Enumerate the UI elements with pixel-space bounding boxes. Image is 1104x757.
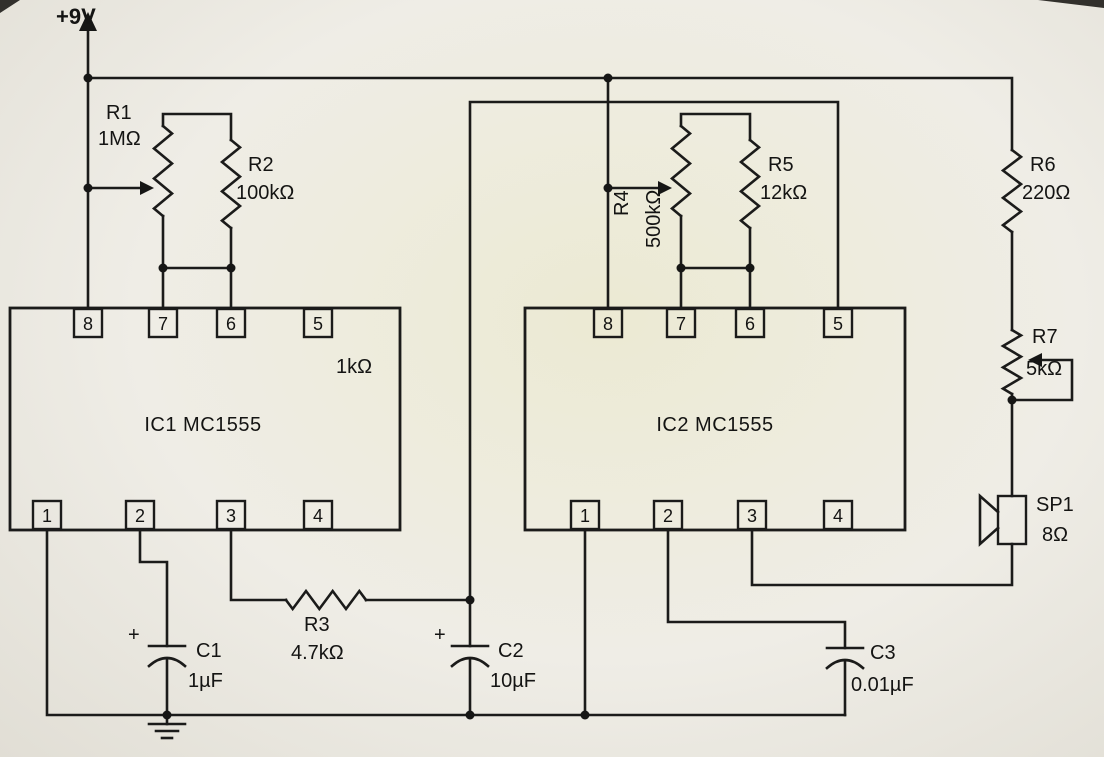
r7-value: 5kΩ bbox=[1026, 358, 1062, 380]
misc-resistor-value: 1kΩ bbox=[336, 356, 372, 378]
c1-value: 1µF bbox=[188, 670, 223, 692]
r6-value: 220Ω bbox=[1022, 182, 1070, 204]
c3-value: 0.01µF bbox=[851, 674, 914, 696]
ic2-pin1-label: 1 bbox=[580, 506, 590, 526]
ic2-pin7-label: 7 bbox=[676, 314, 686, 334]
r7-wiper-arrow-icon bbox=[1028, 353, 1042, 367]
r4-value: 500kΩ bbox=[643, 190, 665, 248]
c2-label: C2 bbox=[498, 640, 524, 662]
resistor-r4 bbox=[606, 112, 752, 310]
resistor-r1 bbox=[86, 112, 233, 310]
ic1-pin1-label: 1 bbox=[42, 506, 52, 526]
r3-value: 4.7kΩ bbox=[291, 642, 344, 664]
ic1-pin2-label: 2 bbox=[135, 506, 145, 526]
ic1-pin3-label: 3 bbox=[226, 506, 236, 526]
ic2-body: 8 7 6 5 1 2 3 4 IC2 MC1555 bbox=[523, 306, 907, 532]
r2-value: 100kΩ bbox=[236, 182, 294, 204]
ic1-label: IC1 MC1555 bbox=[144, 414, 261, 436]
r5-value: 12kΩ bbox=[760, 182, 807, 204]
r5-label: R5 bbox=[768, 154, 794, 176]
c1-polarity: + bbox=[128, 624, 140, 646]
capacitor-c1 bbox=[138, 528, 187, 717]
ic2-pin3-label: 3 bbox=[747, 506, 757, 526]
r1-label: R1 bbox=[106, 102, 132, 124]
wire-output-to-speaker bbox=[750, 528, 1014, 587]
ic2-pin8-label: 8 bbox=[603, 314, 613, 334]
ic1-pin4-label: 4 bbox=[313, 506, 323, 526]
scan-artifact bbox=[1038, 0, 1104, 8]
sp1-label: SP1 bbox=[1036, 494, 1074, 516]
capacitor-c3 bbox=[666, 528, 865, 717]
junction-dots bbox=[83, 73, 1017, 720]
c2-value: 10µF bbox=[490, 670, 536, 692]
r1-wiper-arrow-icon bbox=[140, 181, 154, 195]
r1-value: 1MΩ bbox=[98, 128, 141, 150]
ic2-label: IC2 MC1555 bbox=[656, 414, 773, 436]
resistor-r6 bbox=[1000, 148, 1024, 332]
r3-label: R3 bbox=[304, 614, 330, 636]
sp1-value: 8Ω bbox=[1042, 524, 1068, 546]
wire-control-voltage bbox=[468, 100, 840, 602]
c2-polarity: + bbox=[434, 624, 446, 646]
r4-label: R4 bbox=[611, 190, 633, 216]
r4-wiper-arrow-icon bbox=[658, 181, 672, 195]
vcc-arrow-icon bbox=[79, 12, 97, 31]
r6-label: R6 bbox=[1030, 154, 1056, 176]
resistor-r2 bbox=[161, 138, 243, 310]
speaker-sp1 bbox=[978, 493, 1028, 547]
ic2-pin4-label: 4 bbox=[833, 506, 843, 526]
r7-label: R7 bbox=[1032, 326, 1058, 348]
ic1-pin5-label: 5 bbox=[313, 314, 323, 334]
vcc-label: +9V bbox=[56, 4, 96, 29]
c1-label: C1 bbox=[196, 640, 222, 662]
ic1-pin8-label: 8 bbox=[83, 314, 93, 334]
ic1-pin6-label: 6 bbox=[226, 314, 236, 334]
scan-artifact bbox=[0, 0, 20, 13]
ic2-pin2-label: 2 bbox=[663, 506, 673, 526]
ic1-body: 8 7 6 5 1 2 3 4 IC1 MC1555 bbox=[8, 306, 402, 532]
wire-power-rail bbox=[86, 24, 1014, 310]
ic2-pin6-label: 6 bbox=[745, 314, 755, 334]
r2-label: R2 bbox=[248, 154, 274, 176]
wire-ground-rail bbox=[45, 528, 847, 717]
c3-label: C3 bbox=[870, 642, 896, 664]
resistor-r3 bbox=[229, 528, 472, 612]
capacitor-c2 bbox=[450, 598, 490, 717]
ic2-pin5-label: 5 bbox=[833, 314, 843, 334]
ic1-pin7-label: 7 bbox=[158, 314, 168, 334]
resistor-r5 bbox=[679, 138, 762, 310]
resistor-r7 bbox=[1000, 328, 1074, 498]
